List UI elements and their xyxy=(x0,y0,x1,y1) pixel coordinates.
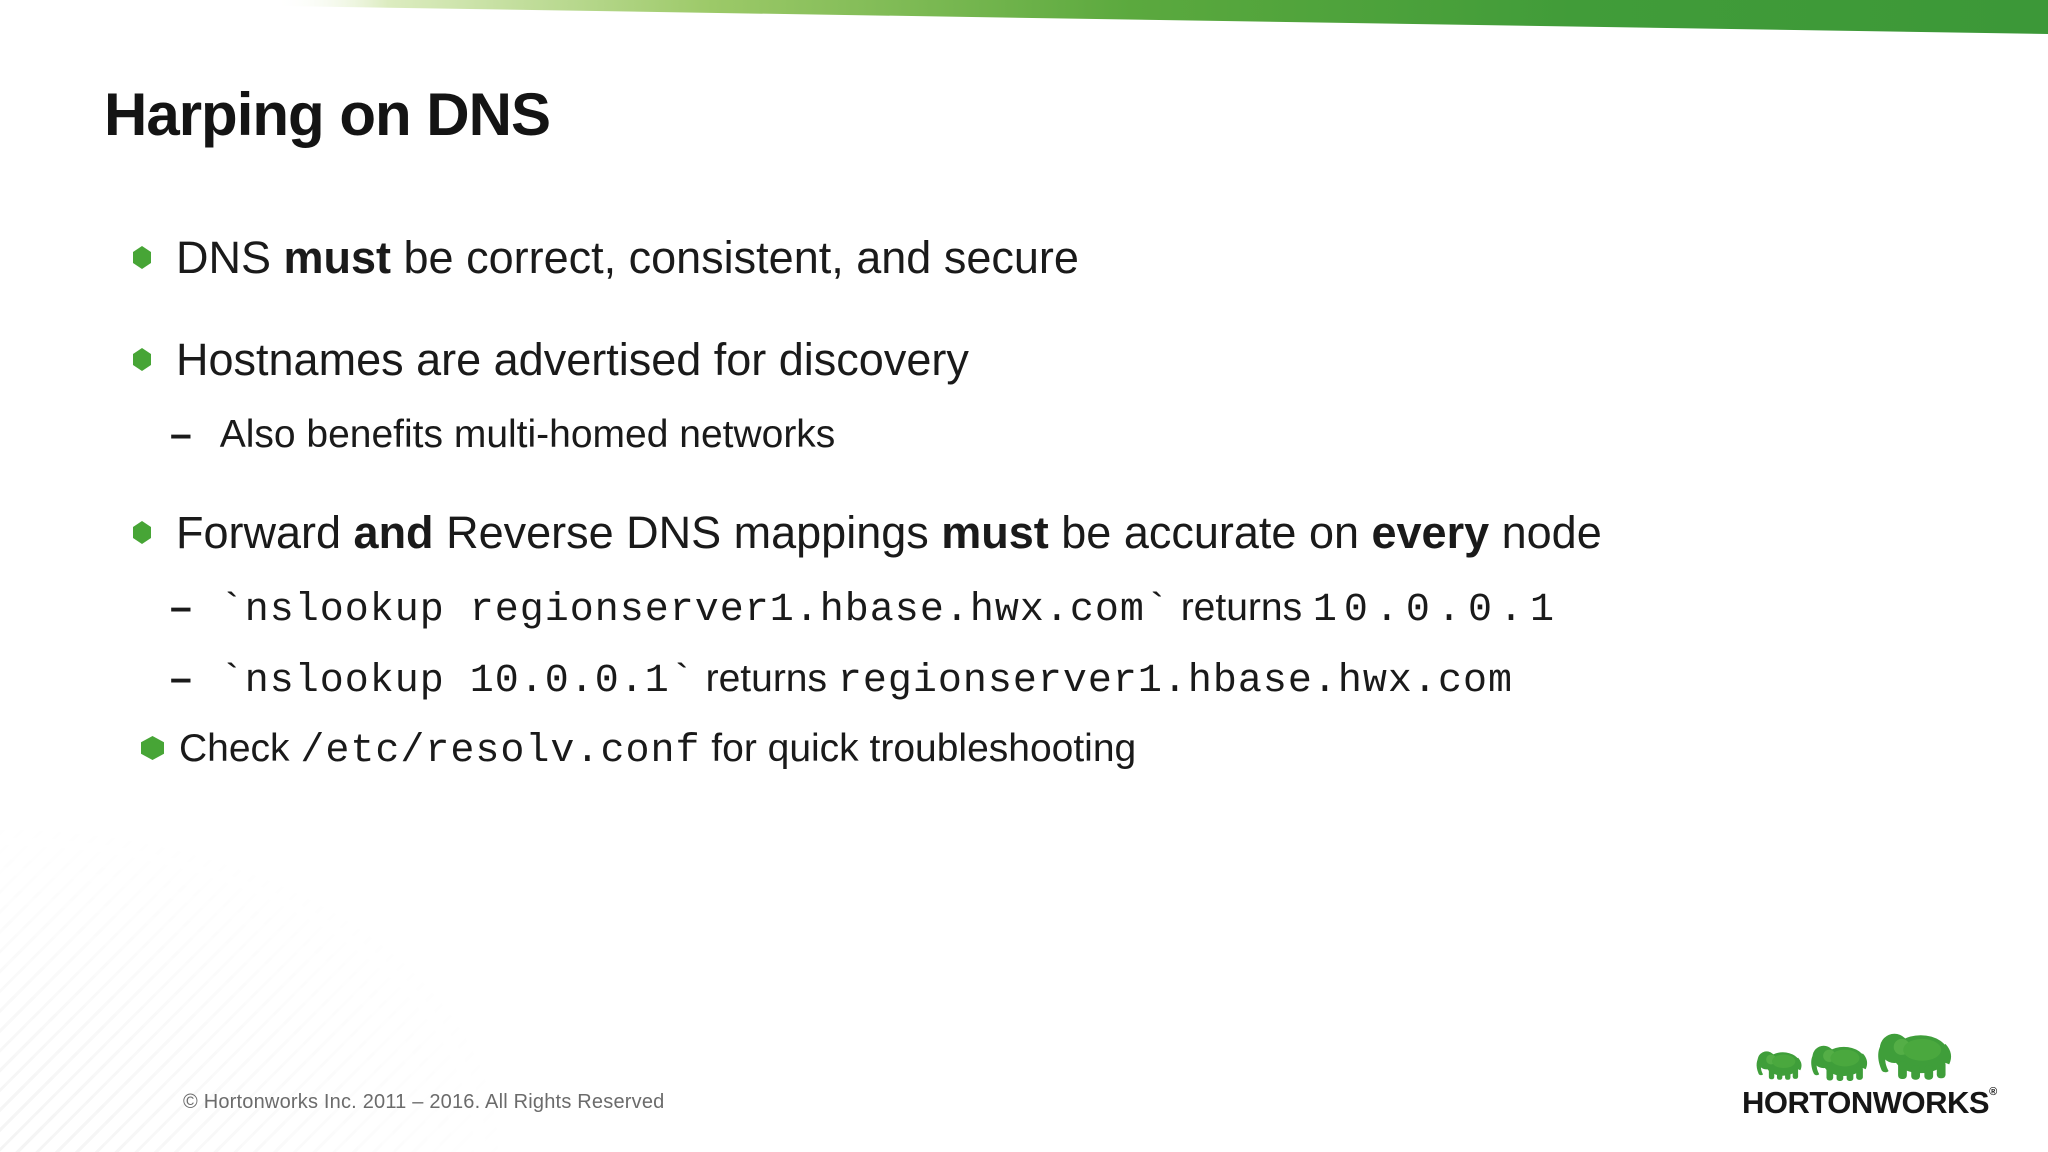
subbullet-text: returns xyxy=(1169,586,1313,629)
slide-title: Harping on DNS xyxy=(104,81,551,148)
dash-bullet-icon: – xyxy=(170,413,192,456)
logo-text: HORTONWORKS xyxy=(1742,1085,1990,1120)
bullet-hostnames-advertised: Hostnames are advertised for discovery xyxy=(176,334,969,386)
hex-bullet-icon xyxy=(141,736,164,760)
bullet-text: be correct, consistent, and secure xyxy=(391,232,1079,283)
subbullet-text: Also benefits multi-homed networks xyxy=(219,413,836,456)
hex-bullet-icon xyxy=(133,246,151,269)
code-text: /etc/resolv.conf xyxy=(300,729,701,774)
code-text: regionserver1.hbase.hwx.com xyxy=(837,659,1513,704)
subbullet-nslookup-forward: –`nslookup regionserver1.hbase.hwx.com` … xyxy=(170,586,1561,634)
hex-bullet-icon xyxy=(133,521,151,544)
dash-bullet-icon: – xyxy=(170,657,192,700)
bullet-text: be accurate on xyxy=(1048,507,1372,558)
hortonworks-elephants-icon xyxy=(1756,1033,1952,1081)
bullet-dns-must-be-correct: DNS must be correct, consistent, and sec… xyxy=(176,232,1079,284)
copyright-footer: © Hortonworks Inc. 2011 – 2016. All Righ… xyxy=(183,1091,665,1113)
bullet-text: Hostnames are advertised for discovery xyxy=(176,334,969,385)
hex-bullet-icon xyxy=(133,348,151,371)
hortonworks-wordmark: HORTONWORKS® xyxy=(1742,1085,1997,1121)
top-green-stripe xyxy=(140,0,2048,34)
bullet-text-bold: must xyxy=(941,507,1049,558)
code-text: `nslookup regionserver1.hbase.hwx.com` xyxy=(219,588,1170,633)
bullet-text: Reverse DNS mappings xyxy=(433,507,942,558)
subbullet-multi-homed: –Also benefits multi-homed networks xyxy=(170,413,835,458)
bullet-text: Check xyxy=(179,727,301,770)
code-text: 10.0.0.1 xyxy=(1312,588,1561,633)
dash-bullet-icon: – xyxy=(170,586,192,629)
background-texture xyxy=(0,712,680,1152)
bullet-check-resolv-conf: Check /etc/resolv.conf for quick trouble… xyxy=(179,727,1136,775)
bullet-text-bold: every xyxy=(1371,507,1490,558)
bullet-text: for quick troubleshooting xyxy=(700,727,1137,770)
bullet-text-bold: must xyxy=(283,232,392,283)
bullet-text-bold: and xyxy=(353,507,434,558)
code-text: `nslookup 10.0.0.1` xyxy=(219,659,695,704)
registered-mark: ® xyxy=(1989,1086,1997,1098)
subbullet-nslookup-reverse: –`nslookup 10.0.0.1` returns regionserve… xyxy=(170,657,1513,705)
bullet-text: Forward xyxy=(176,507,354,558)
bullet-text: node xyxy=(1489,507,1602,558)
hortonworks-logo: HORTONWORKS® xyxy=(1742,1024,1997,1121)
bullet-text: DNS xyxy=(176,232,284,283)
subbullet-text: returns xyxy=(694,657,838,700)
bullet-forward-reverse-dns: Forward and Reverse DNS mappings must be… xyxy=(176,507,1602,559)
